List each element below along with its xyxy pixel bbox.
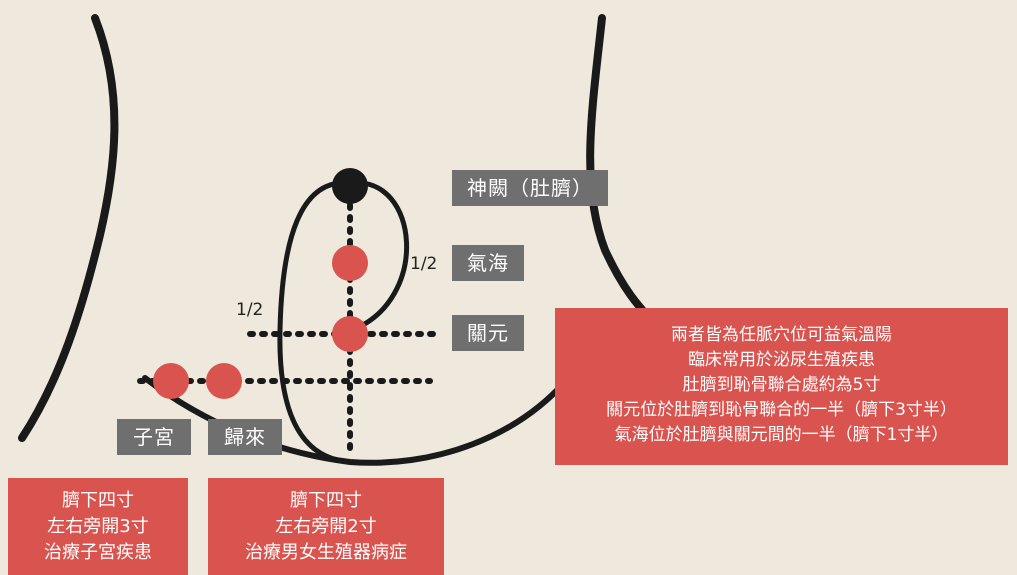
zigong-label: 子宮 <box>117 419 191 455</box>
zigong-note-line: 治療子宮疾患 <box>44 542 152 563</box>
zigong-point <box>153 363 189 399</box>
zigong-note-line: 臍下四寸 <box>62 490 134 511</box>
zigong-note-line: 左右旁開3寸 <box>47 516 149 537</box>
main-note-line: 臨床常用於泌尿生殖疾患 <box>688 350 875 370</box>
guilai-label: 歸來 <box>208 419 282 455</box>
main-note-line: 肚臍到恥骨聯合處約為5寸 <box>682 375 881 395</box>
zigong-note: 臍下四寸 左右旁開3寸 治療子宮疾患 <box>8 478 188 575</box>
qihai-label: 氣海 <box>452 245 524 281</box>
main-note-line: 氣海位於肚臍與關元間的一半（臍下1寸半） <box>614 425 949 445</box>
fraction-label-upper: 1/2 <box>410 254 438 274</box>
guilai-note: 臍下四寸 左右旁開2寸 治療男女生殖器病症 <box>208 478 444 575</box>
guilai-point <box>206 363 242 399</box>
guanyuan-label: 關元 <box>452 315 524 351</box>
fraction-label-left: 1/2 <box>236 300 264 320</box>
qihai-point <box>332 245 368 281</box>
shenque-point <box>332 168 368 204</box>
left-waist-curve <box>18 14 119 442</box>
shenque-label: 神闕（肚臍） <box>452 170 608 206</box>
main-note-line: 關元位於肚臍到恥骨聯合的一半（臍下3寸半） <box>606 400 957 420</box>
measure-loop-line <box>277 180 355 465</box>
main-note: 兩者皆為任脈穴位可益氣溫陽 臨床常用於泌尿生殖疾患 肚臍到恥骨聯合處約為5寸 關… <box>555 308 1008 465</box>
guilai-note-line: 治療男女生殖器病症 <box>245 542 407 563</box>
measure-half-line <box>347 180 410 333</box>
guilai-note-line: 臍下四寸 <box>290 490 362 511</box>
guanyuan-point <box>332 316 368 352</box>
guilai-note-line: 左右旁開2寸 <box>275 516 377 537</box>
main-note-line: 兩者皆為任脈穴位可益氣溫陽 <box>671 325 892 345</box>
